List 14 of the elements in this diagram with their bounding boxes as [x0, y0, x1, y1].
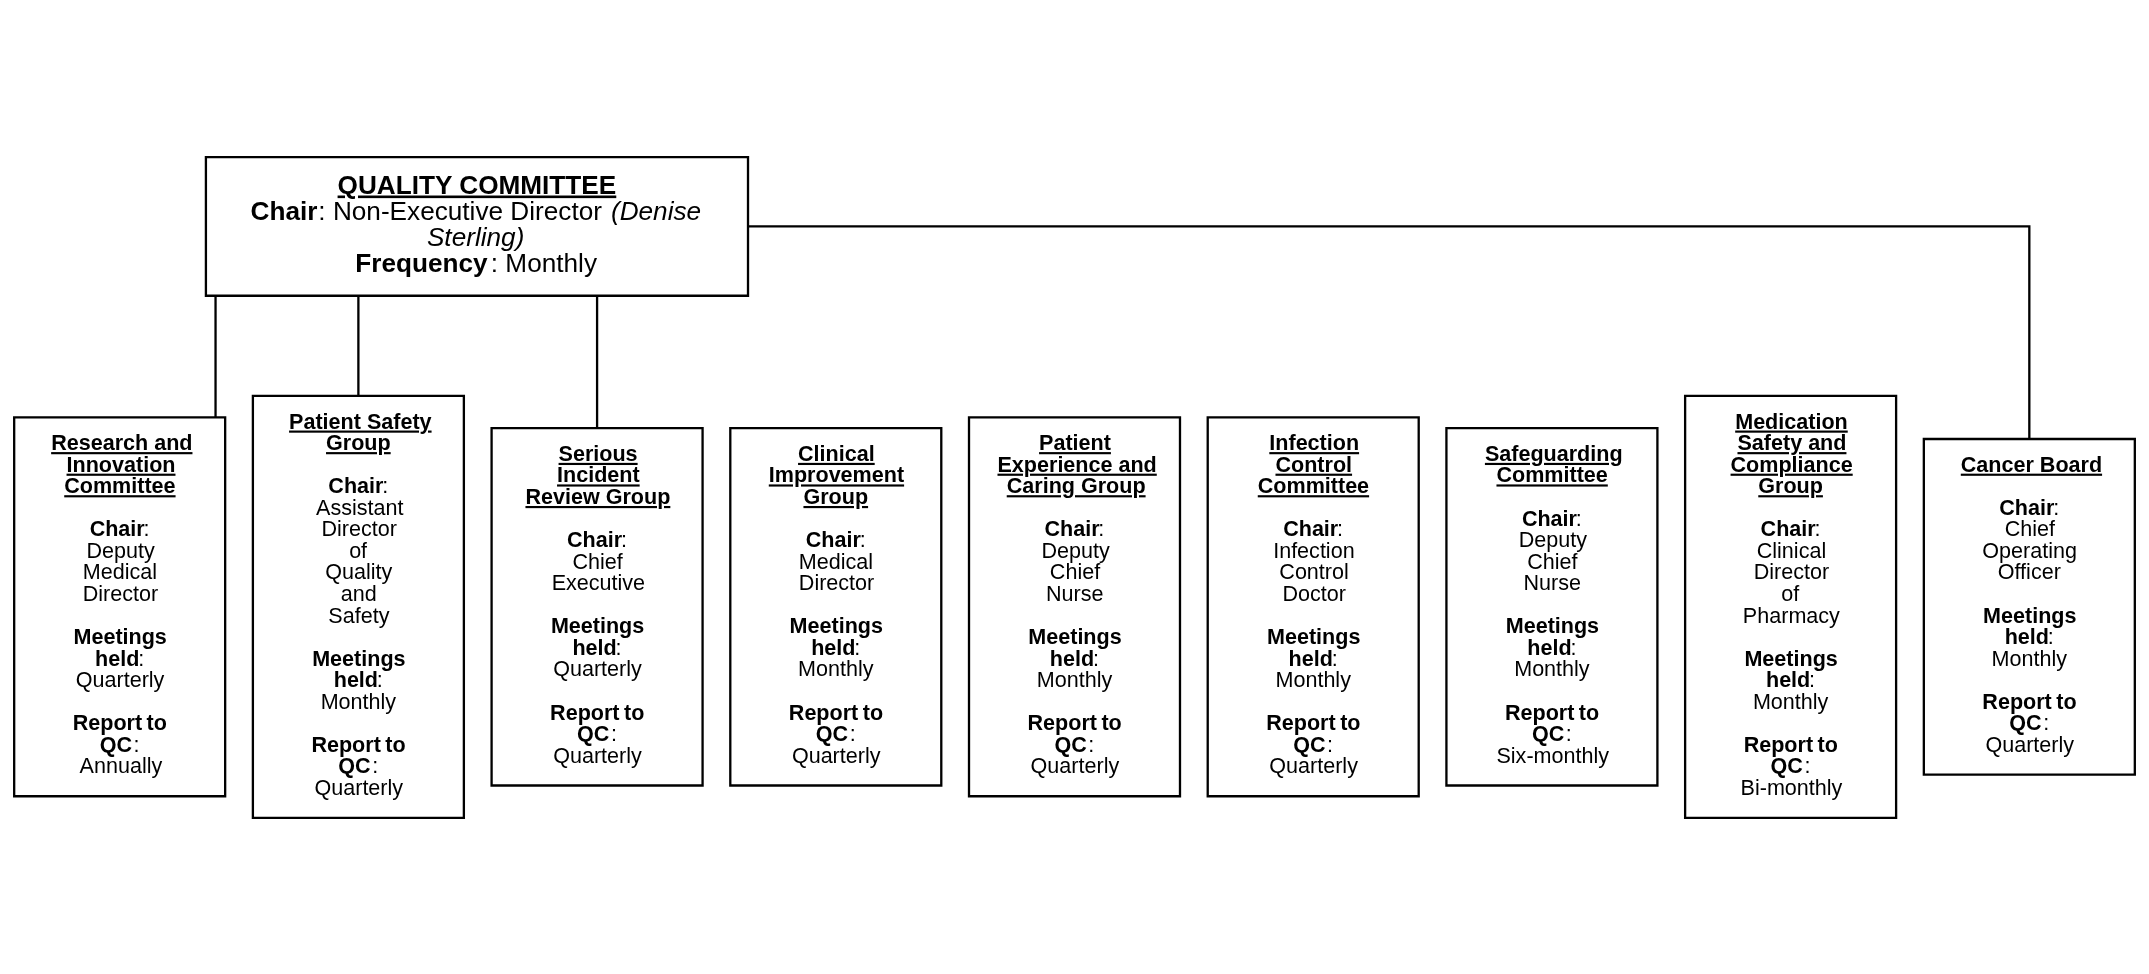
- node-box: Patient Safety Group Chair: Assistant Director of Quality and Safety Meetings held: Monthly Report to QC: Quarterly: [251, 394, 466, 819]
- connector: [595, 295, 599, 428]
- node-box: Safeguarding Committee Chair: Deputy Chief Nurse Meetings held: Monthly Report to QC: Six-monthly: [1445, 426, 1659, 787]
- node-box: QUALITY COMMITTEE Chair: Non-Executive Director (Denise Sterling) Frequency: Monthly: [204, 155, 750, 297]
- connector: [357, 295, 360, 395]
- node-box: Clinical Improvement Group Chair: Medical Director Meetings held: Monthly Report to QC: Quarterly: [729, 426, 943, 787]
- connector: [748, 224, 2031, 439]
- node-box: Cancer Board Chair: Chief Operating Officer Meetings held: Monthly Report to QC: Quarterly: [1922, 437, 2136, 776]
- node-box: Serious Incident Review Group Chair: Chief Executive Meetings held: Quarterly Report to QC: Quarterly: [490, 426, 704, 787]
- connector: [214, 295, 217, 417]
- node-box: Patient Experience and Caring Group Chair: Deputy Chief Nurse Meetings held: Monthly Report to QC: Quarterly: [967, 415, 1182, 797]
- node-box: Research and Innovation Committee Chair: Deputy Medical Director Meetings held: Quarterly Report to QC: Annually: [13, 415, 227, 797]
- node-box: Infection Control Committee Chair: Infection Control Doctor Meetings held: Monthly Report to QC: Quarterly: [1206, 415, 1420, 797]
- node-box: Medication Safety and Compliance Group Chair: Clinical Director of Pharmacy Meetings held: Monthly Report to QC: Bi-monthly: [1683, 394, 1898, 819]
